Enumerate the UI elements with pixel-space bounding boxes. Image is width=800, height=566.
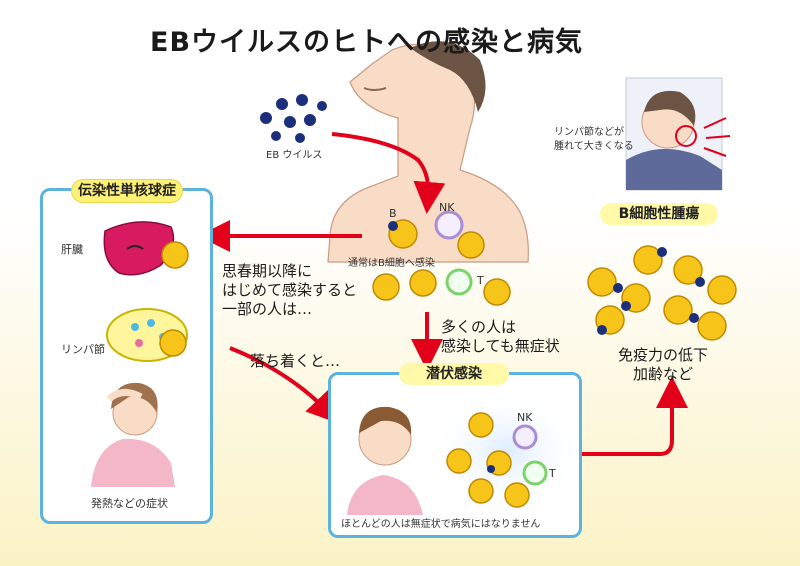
lymphoma-causes: 免疫力の低下 加齢など <box>618 346 708 384</box>
lymphoma-title: B細胞性腫瘍 <box>600 203 718 225</box>
latent-title: 潜伏感染 <box>399 363 509 385</box>
lymph-node-label: リンパ節 <box>61 343 105 356</box>
puberty-line-3: 一部の人は… <box>222 300 313 318</box>
b-cell-label: B <box>389 207 397 220</box>
neck-note: リンパ節などが 腫れて大きくなる <box>554 126 634 154</box>
asymptomatic-line-1: 多くの人は <box>441 318 517 336</box>
healthy-person-figure <box>347 406 423 515</box>
nk-cell-label: NK <box>439 201 455 214</box>
body-b-cells <box>372 231 511 306</box>
central-person-figure <box>327 41 529 263</box>
nk-cell-icon <box>434 210 464 240</box>
latent-b-cells <box>446 412 530 508</box>
symptom-label: 発熱などの症状 <box>91 497 168 510</box>
asymptomatic-note: 多くの人は 感染しても無症状 <box>441 318 560 356</box>
mononucleosis-box: 伝染性単核球症 肝臓 リンパ節 発熱などの症状 <box>40 179 213 524</box>
virus-label: EB ウイルス <box>266 150 323 161</box>
virus-icon <box>260 94 327 143</box>
lymphoma-cause-1: 免疫力の低下 <box>618 346 709 364</box>
latent-caption: ほとんどの人は無症状で病気にはなりません <box>341 519 541 530</box>
latent-infection-box: 潜伏感染 NK T ほとんどの人は無症状で病気にはなりません <box>328 363 582 538</box>
latent-nk-label: NK <box>517 411 533 424</box>
neck-note-line-2: 腫れて大きくなる <box>554 141 634 152</box>
page-title: EBウイルスのヒトへの感染と病気 <box>150 27 584 58</box>
right-arrow-icon <box>198 220 688 456</box>
lymphoma-cells <box>587 245 737 341</box>
t-cell-label: T <box>477 274 484 287</box>
lymphoma-cause-2: 加齢など <box>633 365 694 383</box>
puberty-note: 思春期以降に はじめて感染すると 一部の人は… <box>222 262 357 319</box>
neck-note-line-1: リンパ節などが <box>554 127 624 138</box>
lymphoma-viruses <box>597 247 705 335</box>
b-cell-icon <box>388 219 418 249</box>
latent-art <box>347 389 579 515</box>
virus-entry-arrow <box>331 132 446 214</box>
mononucleosis-art <box>91 221 189 487</box>
t-cell-icon <box>445 268 473 296</box>
puberty-line-2: はじめて感染すると <box>222 281 358 299</box>
asymptomatic-line-2: 感染しても無症状 <box>441 337 560 355</box>
liver-icon <box>103 221 175 276</box>
latent-t-label: T <box>549 467 556 480</box>
infection-note: 通常はB細胞へ感染 <box>348 258 435 269</box>
feverish-person-figure <box>91 382 175 487</box>
puberty-line-1: 思春期以降に <box>222 262 313 280</box>
calm-note: 落ち着くと… <box>250 352 341 370</box>
mononucleosis-title: 伝染性単核球症 <box>71 179 183 203</box>
sick-person-figure <box>625 77 731 191</box>
liver-label: 肝臓 <box>61 243 83 256</box>
